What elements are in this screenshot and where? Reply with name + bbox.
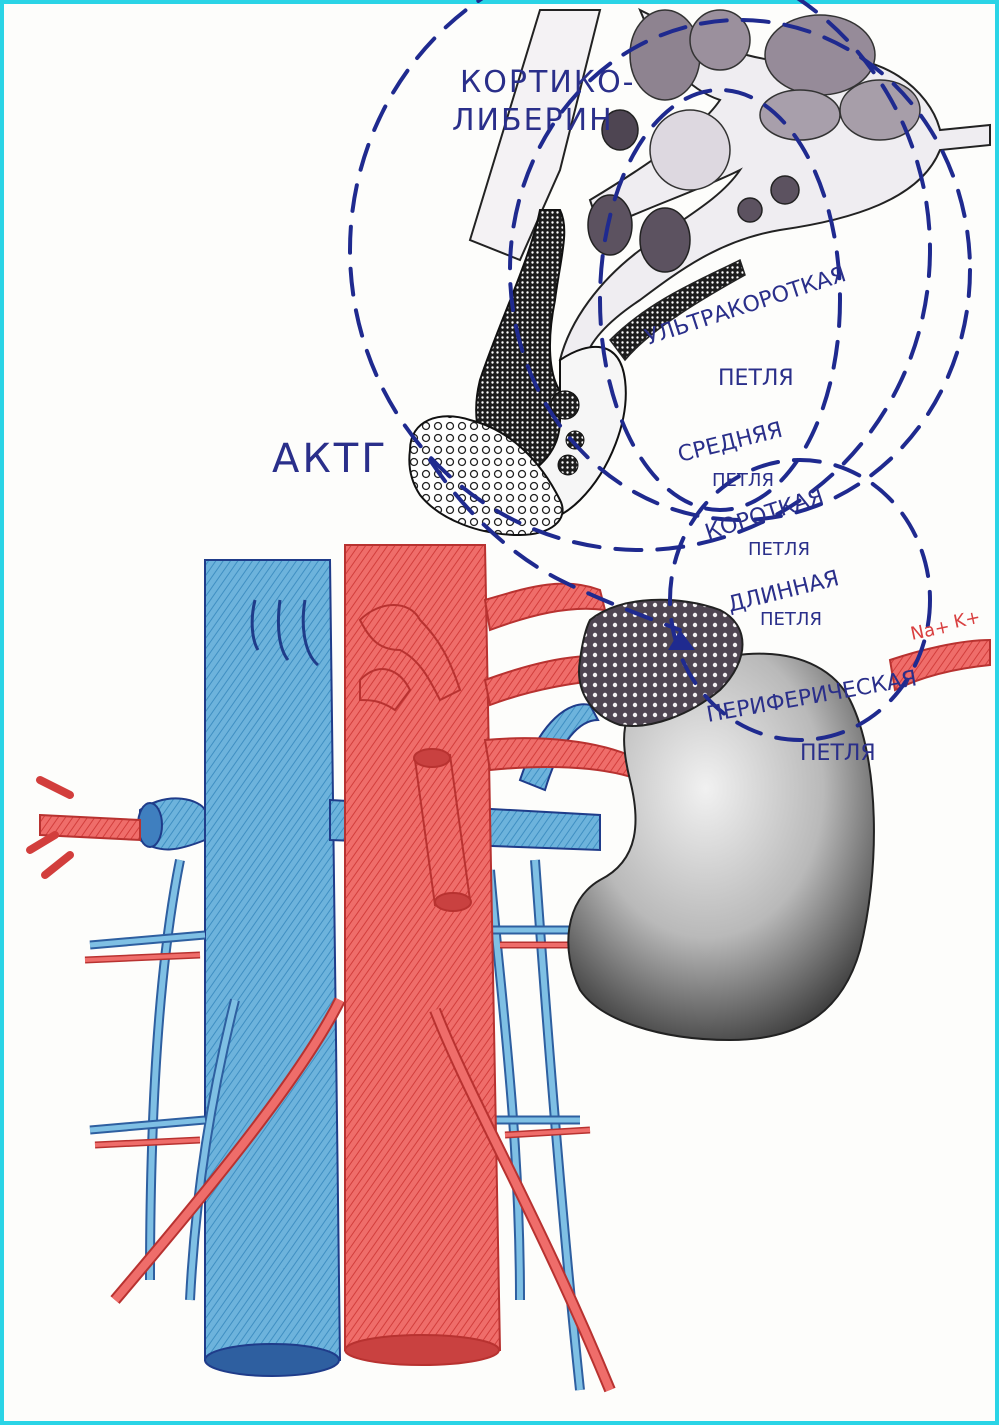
peripheral-loop-label-line2: ПЕТЛЯ bbox=[800, 741, 876, 766]
corticoliberin-label-line2: ЛИБЕРИН bbox=[452, 103, 614, 138]
corticoliberin-label-line1: КОРТИКО- bbox=[460, 65, 636, 100]
potassium-ion-label: K+ bbox=[952, 607, 983, 633]
actg-label: АКТГ bbox=[272, 436, 389, 482]
long-loop-label-line2: ПЕТЛЯ bbox=[760, 609, 822, 630]
ultrashort-loop-label-line2: ПЕТЛЯ bbox=[718, 366, 794, 391]
middle-loop-label-line2: ПЕТЛЯ bbox=[712, 470, 774, 491]
sodium-ion-label: Na+ bbox=[909, 616, 952, 645]
middle-loop-label-line1: СРЕДНЯЯ bbox=[675, 418, 785, 468]
short-loop-label-line2: ПЕТЛЯ bbox=[748, 539, 810, 560]
